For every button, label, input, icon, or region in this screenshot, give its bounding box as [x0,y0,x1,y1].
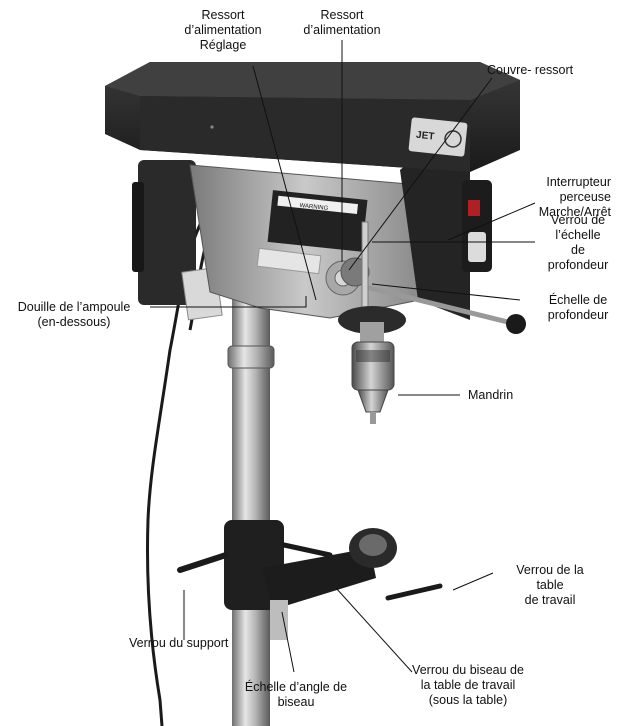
label-spring-cover: Couvre- ressort [487,63,574,77]
belt-cover: JET [105,62,520,172]
label-support-lock: Verrou du support [129,636,229,650]
jet-logo: JET [415,130,434,143]
label-feed-spring: Ressort d’alimentation [303,8,381,37]
label-table-lock: Verrou de la table de travail [516,563,584,607]
switch-key[interactable] [468,232,486,262]
switch-red-button[interactable] [468,200,480,216]
column [227,270,275,726]
label-depth-scale: Échelle de profondeur [547,293,609,322]
label-on-off-switch: Interrupteur perceuse Marche/Arrêt [538,175,611,219]
label-bevel-lock: Verrou du biseau de la table de travail … [412,663,524,707]
depth-scale-rod [361,221,369,311]
label-lamp-socket: Douille de l’ampoule (en-dessous) [17,300,131,329]
warning-plate-text: WARNING [299,203,329,212]
label-depth-scale-lock: Verrou de l’échelle de profondeur [547,213,609,272]
feed-handles [325,257,526,334]
spindle-chuck [338,306,406,424]
table-support [177,520,443,640]
label-bevel-scale: Échelle d’angle de biseau [244,680,348,709]
label-chuck: Mandrin [468,388,514,402]
label-feed-spring-adjust: Ressort d’alimentation Réglage [184,8,262,52]
leader-lines [150,40,536,673]
